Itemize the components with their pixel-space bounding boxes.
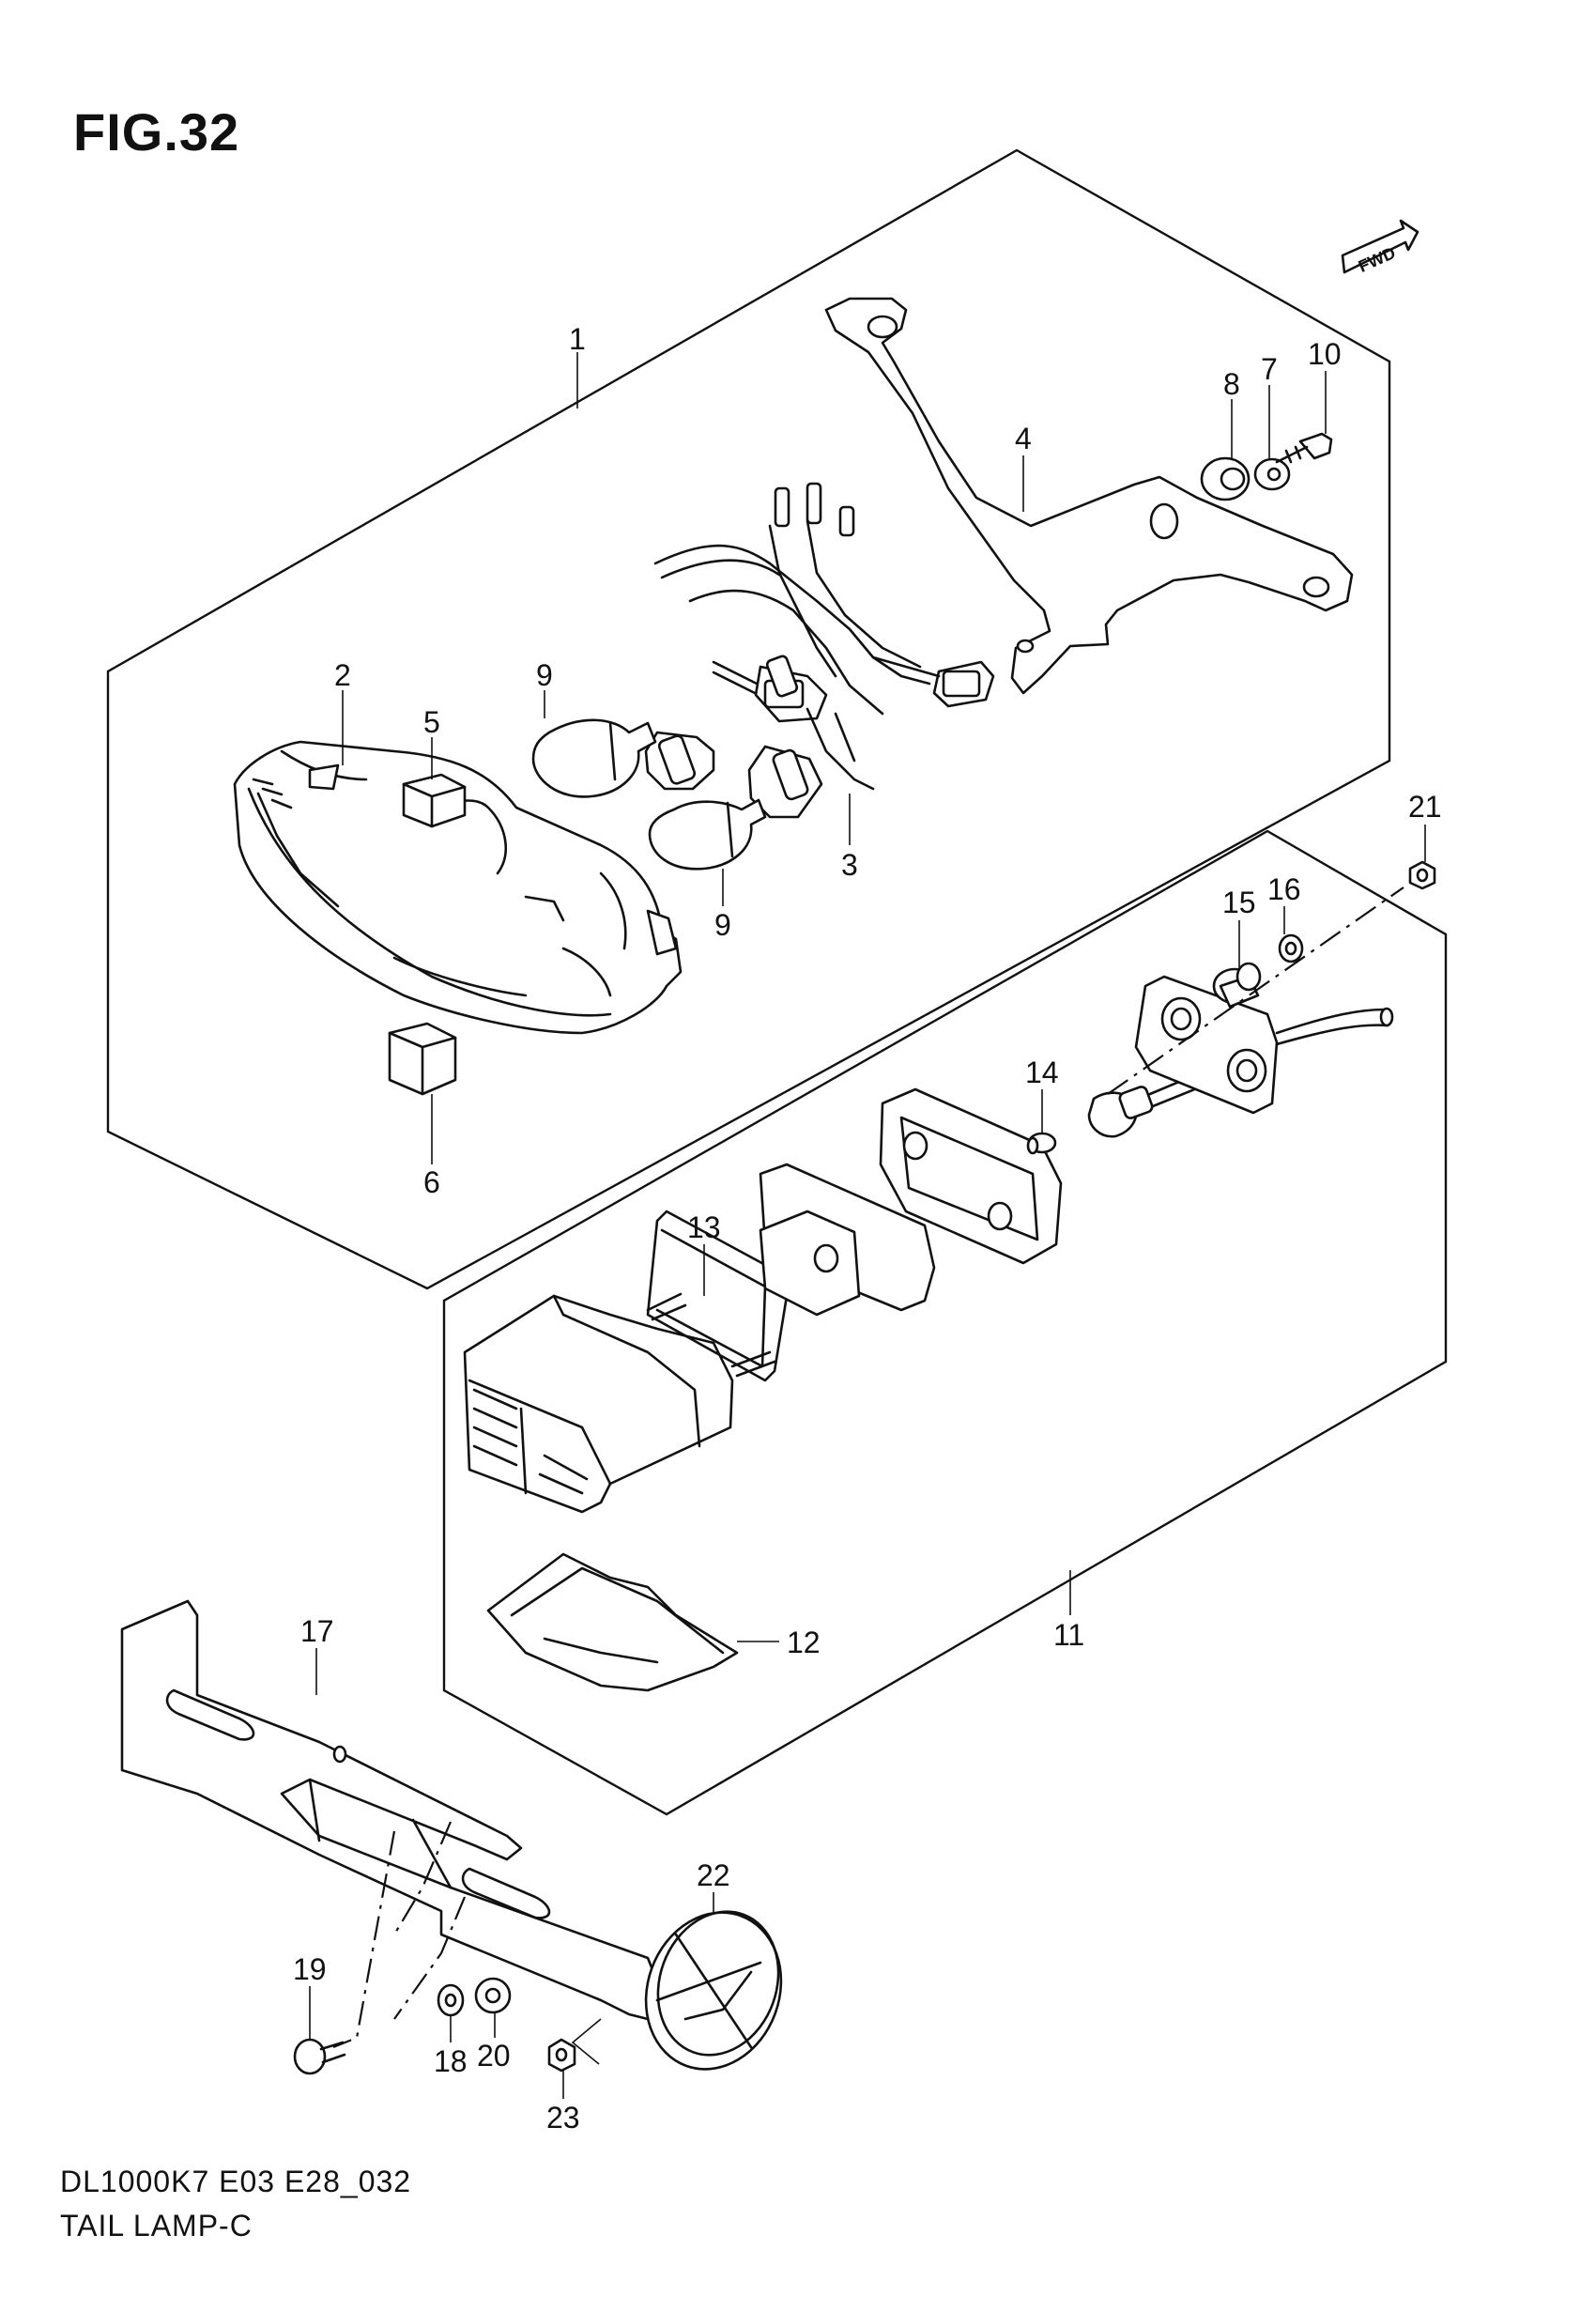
assembly-axis-line xyxy=(1107,886,1404,1095)
lens-inner-part xyxy=(759,1163,936,1317)
callout-12: 12 xyxy=(787,1626,821,1659)
callout-13: 13 xyxy=(687,1210,721,1244)
callout-4: 4 xyxy=(1015,422,1032,455)
rim-part xyxy=(879,1087,1063,1265)
callout-18: 18 xyxy=(434,2044,468,2078)
callout-labels: 1 2 3 4 5 6 7 8 9 9 10 11 12 13 14 15 16… xyxy=(293,322,1442,2135)
callout-8: 8 xyxy=(1223,367,1240,401)
callout-17: 17 xyxy=(300,1614,334,1648)
fwd-arrow-icon: FWD xyxy=(1341,219,1420,276)
callout-9a: 9 xyxy=(536,658,553,692)
callout-1: 1 xyxy=(569,322,586,356)
bolt-axis-19 xyxy=(332,1830,396,2049)
callout-10: 10 xyxy=(1308,337,1342,371)
tail-lamp-housing-part-2 xyxy=(233,740,683,1035)
callout-11: 11 xyxy=(1053,1618,1084,1652)
callout-6: 6 xyxy=(423,1165,440,1199)
bulb-part-9-lower xyxy=(648,798,767,871)
screw-part-10 xyxy=(1275,432,1333,464)
license-bracket-part-17 xyxy=(120,1599,659,2021)
license-lamp-housing-part-11 xyxy=(463,1294,734,1514)
callout-14: 14 xyxy=(1025,1056,1059,1089)
callout-3: 3 xyxy=(841,848,858,882)
bolt-axis-23 xyxy=(393,1896,467,2020)
callout-9b: 9 xyxy=(714,908,731,942)
assembly-1-group-box xyxy=(106,148,1391,1290)
callout-7: 7 xyxy=(1261,352,1278,386)
callout-16: 16 xyxy=(1267,872,1301,906)
grommet-part-8 xyxy=(1200,456,1251,501)
washer-part-16 xyxy=(1278,933,1304,963)
collar-part-20 xyxy=(474,1977,512,2014)
figure-title: FIG.32 xyxy=(73,102,240,162)
reflector-part-22 xyxy=(644,1910,783,2071)
nut-axis-23 xyxy=(571,2018,602,2065)
callout-19: 19 xyxy=(293,1952,327,1986)
washer-part-18 xyxy=(437,1983,465,2017)
washer-part-7 xyxy=(1253,457,1291,491)
callout-22: 22 xyxy=(697,1858,730,1892)
bolts xyxy=(646,1292,776,1378)
bracket-part-4 xyxy=(824,297,1354,695)
damper-part-5 xyxy=(402,773,467,828)
callout-23: 23 xyxy=(546,2101,580,2135)
nut-part-21 xyxy=(1408,860,1436,890)
bulb-part-9-upper xyxy=(531,718,657,798)
figure-name-label: TAIL LAMP-C xyxy=(60,2209,253,2243)
callout-15: 15 xyxy=(1222,886,1256,919)
bracket-hidden-edge xyxy=(393,1821,453,1935)
callout-21: 21 xyxy=(1408,790,1442,824)
gasket-part-13 xyxy=(646,1210,789,1382)
wiring-harness xyxy=(644,482,995,819)
bolt-part-19 xyxy=(293,2038,346,2075)
model-code-label: DL1000K7 E03 E28_032 xyxy=(60,2165,412,2198)
collar-part-15 xyxy=(1212,962,1262,1009)
bulb-part-14 xyxy=(1026,1132,1057,1155)
callout-5: 5 xyxy=(423,705,440,739)
assembly-11-group-box xyxy=(442,829,1448,1816)
base-plate-part xyxy=(1134,975,1394,1115)
nut-part-23 xyxy=(547,2038,576,2073)
callout-20: 20 xyxy=(477,2039,511,2073)
callout-2: 2 xyxy=(334,658,351,692)
lens-part-12 xyxy=(486,1552,739,1692)
damper-part-6 xyxy=(388,1022,457,1096)
leader-lines xyxy=(309,352,1426,2099)
